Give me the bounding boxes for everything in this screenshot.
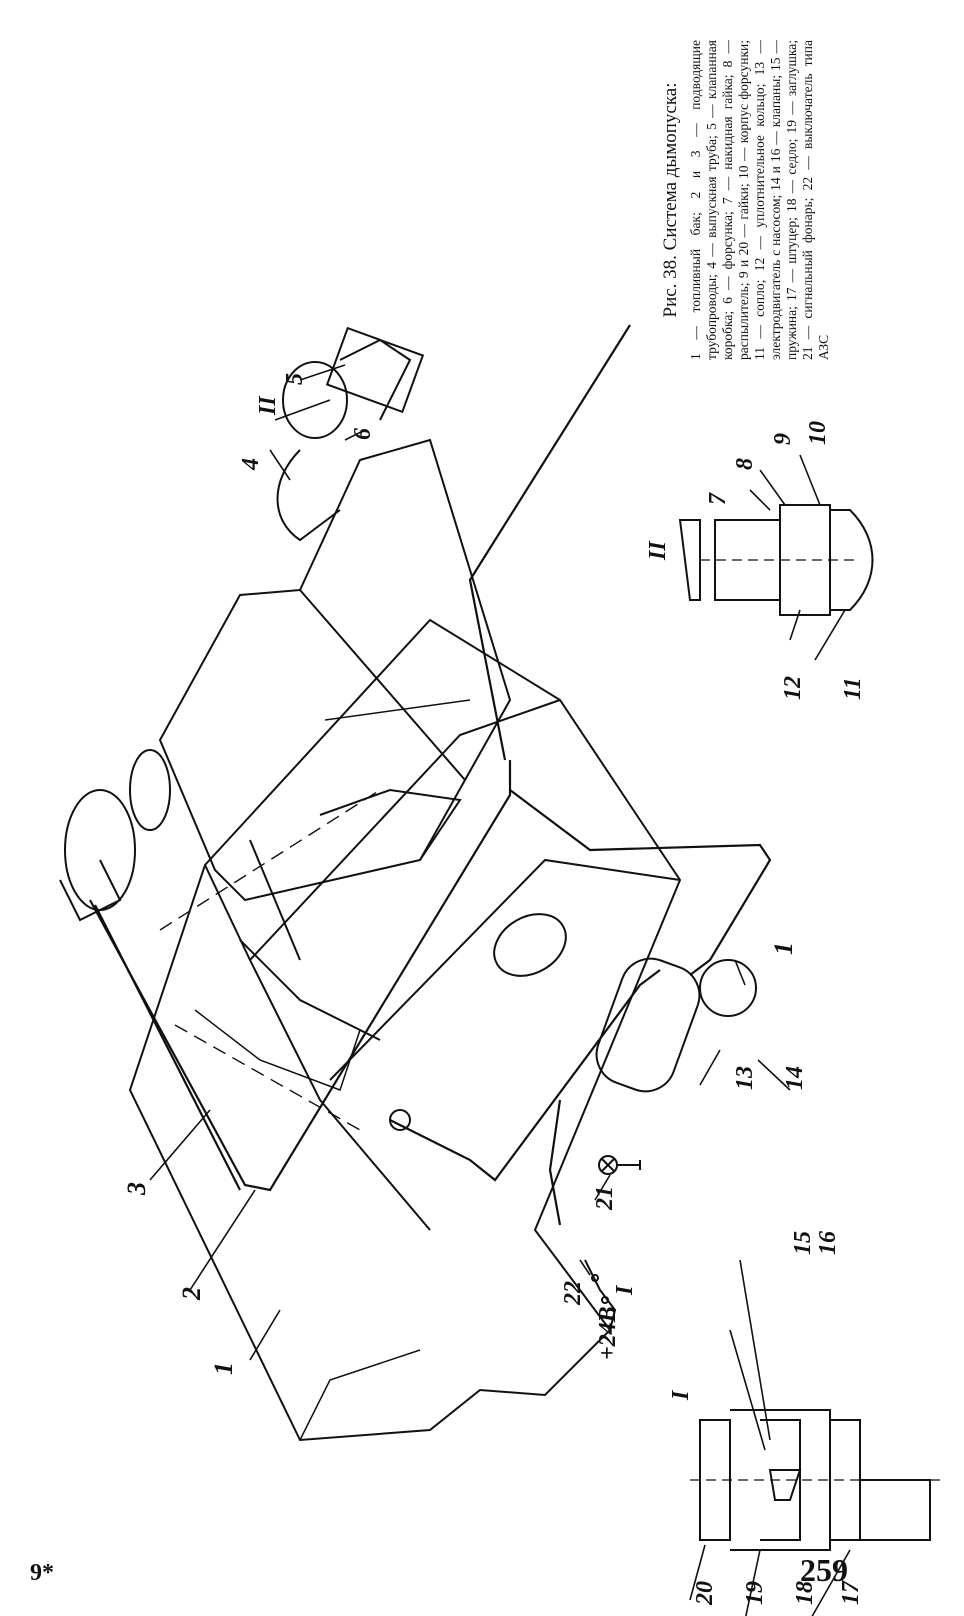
callout-labels: 1 2 3 4 5 6 II 1 13 14 21 22 +24В II 7 8… [122,373,866,1606]
callout-8: 8 [732,458,758,470]
callout-5: 5 [282,373,308,385]
callout-13: 13 [732,1066,758,1090]
callout-18: 18 [792,1581,818,1605]
callout-II-b: II [645,540,671,561]
caption-title: Рис. 38. Система дымопуска: [660,82,681,318]
callout-20: 20 [692,1581,718,1606]
callout-I-b: I [612,1284,638,1296]
callout-16: 16 [815,1231,841,1255]
pump-motor-drawing [389,913,757,1131]
caption-legend: 1 — топливный бак; 2 и 3 — подводящие тр… [688,40,831,360]
callout-1: 1 [209,1362,238,1375]
callout-15: 15 [790,1231,816,1255]
callout-3: 3 [122,1182,151,1196]
callout-7: 7 [705,492,731,505]
detail-II-drawing [678,504,874,616]
callout-11: 11 [840,677,866,700]
leader-lines [149,364,851,1616]
exhaust-assembly-drawing [59,326,425,922]
fuel-tank-drawing [128,618,682,1442]
callout-4: 4 [238,458,264,471]
callout-2: 2 [177,1287,206,1301]
figure-caption: Рис. 38. Система дымопуска: 1 — топливны… [660,40,832,360]
callout-1b: 1 [769,942,798,955]
callout-9: 9 [770,433,796,445]
callout-21: 21 [592,1186,618,1211]
callout-19: 19 [742,1581,768,1605]
callout-17: 17 [838,1580,864,1605]
callout-I-a: I [668,1389,694,1401]
callout-6: 6 [350,428,376,440]
callout-12: 12 [780,676,806,700]
callout-II-a: II [255,395,281,416]
callout-10: 10 [805,421,831,445]
voltage-label: +24В [595,1306,621,1360]
page-number: 259 [800,1552,848,1588]
callout-14: 14 [782,1066,808,1090]
lamp-switch-drawing [584,1155,641,1331]
engine-block-drawing [158,438,512,1091]
signature-mark: 9* [30,1560,54,1586]
callout-22: 22 [560,1281,586,1306]
fuel-pipes-drawing [89,324,772,1226]
detail-I-drawing [690,1409,940,1551]
